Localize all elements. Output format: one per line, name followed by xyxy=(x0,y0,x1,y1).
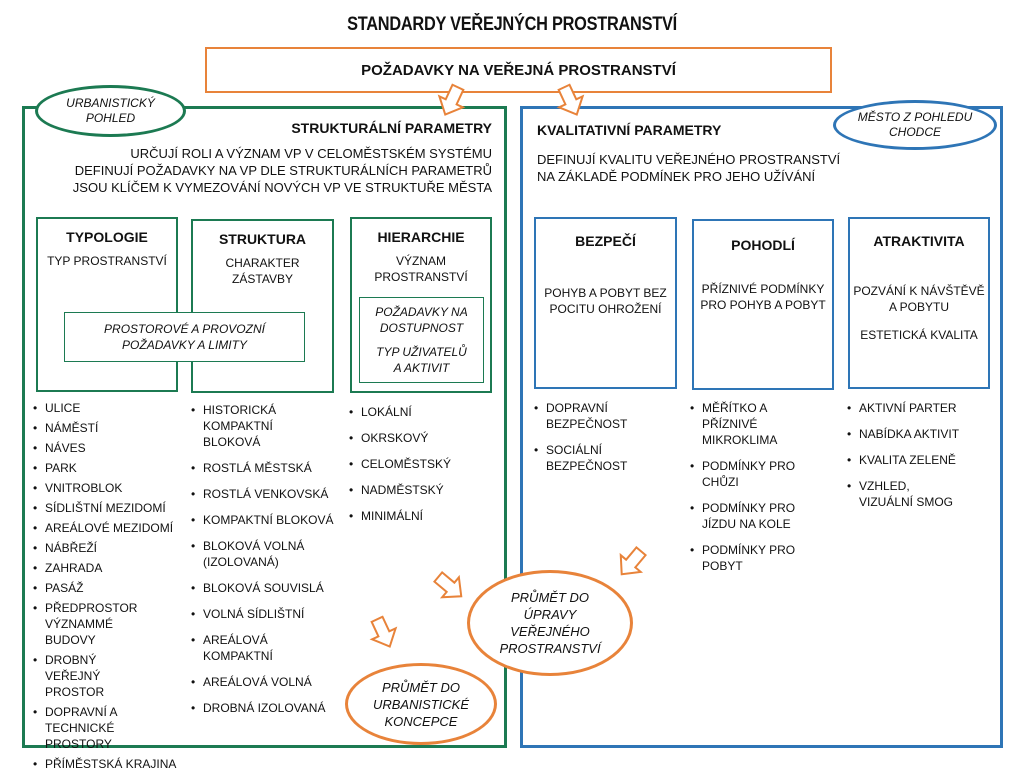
list-item: NÁVES xyxy=(33,440,181,456)
list-item: SOCIÁLNÍ BEZPEČNOST xyxy=(534,442,644,474)
list-item: KVALITA ZELENĚ xyxy=(847,452,987,468)
typology-list: ULICE NÁMĚSTÍ NÁVES PARK VNITROBLOK SÍDL… xyxy=(33,400,181,769)
list-item: HISTORICKÁ KOMPAKTNÍ BLOKOVÁ xyxy=(191,402,323,450)
arrow-icon xyxy=(369,615,398,648)
typology-box: TYPOLOGIE TYP PROSTRANSTVÍ xyxy=(36,217,178,392)
structural-heading: STRUKTURÁLNÍ PARAMETRY xyxy=(291,120,492,136)
list-item: CELOMĚSTSKÝ xyxy=(349,456,489,472)
list-item: PŘEDPROSTOR VÝZNAMMÉ BUDOVY xyxy=(33,600,151,648)
list-item: NABÍDKA AKTIVIT xyxy=(847,426,987,442)
list-item: DROBNÝ VEŘEJNÝ PROSTOR xyxy=(33,652,151,700)
list-item: KOMPAKTNÍ BLOKOVÁ xyxy=(191,512,339,528)
attractiveness-box: ATRAKTIVITA POZVÁNÍ K NÁVŠTĚVĚ A POBYTU … xyxy=(848,217,990,389)
arrow-icon xyxy=(556,83,585,116)
urban-concept-outcome-ellipse: PRŮMĚT DO URBANISTICKÉ KONCEPCE xyxy=(345,663,497,745)
public-space-outcome-ellipse: PRŮMĚT DO ÚPRAVY VEŘEJNÉHO PROSTRANSTVÍ xyxy=(467,570,633,676)
arrow-icon xyxy=(619,546,648,576)
list-item: DROBNÁ IZOLOVANÁ xyxy=(191,700,339,716)
list-item: LOKÁLNÍ xyxy=(349,404,489,420)
structure-box: STRUKTURA CHARAKTER ZÁSTAVBY xyxy=(191,219,334,393)
list-item: ZAHRADA xyxy=(33,560,181,576)
list-item: MĚŘÍTKO A PŘÍZNIVÉ MIKROKLIMA xyxy=(690,400,820,448)
list-item: AREÁLOVÁ VOLNÁ xyxy=(191,674,339,690)
list-item: NÁBŘEŽÍ xyxy=(33,540,181,556)
qualitative-description: DEFINUJÍ KVALITU VEŘEJNÉHO PROSTRANSTVÍ … xyxy=(537,152,841,184)
qualitative-heading: KVALITATIVNÍ PARAMETRY xyxy=(537,122,722,138)
list-item: ULICE xyxy=(33,400,181,416)
list-item: PASÁŽ xyxy=(33,580,181,596)
list-item: AKTIVNÍ PARTER xyxy=(847,400,987,416)
list-item: BLOKOVÁ VOLNÁ (IZOLOVANÁ) xyxy=(191,538,311,570)
list-item: SÍDLIŠTNÍ MEZIDOMÍ xyxy=(33,500,181,516)
list-item: VOLNÁ SÍDLIŠTNÍ xyxy=(191,606,339,622)
spatial-requirements-box: PROSTOROVÉ A PROVOZNÍ POŽADAVKY A LIMITY xyxy=(64,312,305,362)
hierarchy-list: LOKÁLNÍ OKRSKOVÝ CELOMĚSTSKÝ NADMĚSTSKÝ … xyxy=(349,404,489,534)
structural-panel xyxy=(22,106,507,748)
list-item: BLOKOVÁ SOUVISLÁ xyxy=(191,580,339,596)
list-item: DOPRAVNÍ A TECHNICKÉ PROSTORY xyxy=(33,704,161,752)
list-item: PODMÍNKY PRO POBYT xyxy=(690,542,800,574)
safety-list: DOPRAVNÍ BEZPEČNOST SOCIÁLNÍ BEZPEČNOST xyxy=(534,400,644,484)
list-item: VZHLED, VIZUÁLNÍ SMOG xyxy=(847,478,967,510)
list-item: ROSTLÁ MĚSTSKÁ xyxy=(191,460,339,476)
list-item: ROSTLÁ VENKOVSKÁ xyxy=(191,486,339,502)
accessibility-box: POŽADAVKY NA DOSTUPNOST TYP UŽIVATELŮ A … xyxy=(359,297,484,383)
requirements-box: POŽADAVKY NA VEŘEJNÁ PROSTRANSTVÍ xyxy=(205,47,832,93)
list-item: NÁMĚSTÍ xyxy=(33,420,181,436)
arrow-icon xyxy=(433,570,463,599)
list-item: AREÁLOVÉ MEZIDOMÍ xyxy=(33,520,181,536)
comfort-list: MĚŘÍTKO A PŘÍZNIVÉ MIKROKLIMA PODMÍNKY P… xyxy=(690,400,830,584)
list-item: NADMĚSTSKÝ xyxy=(349,482,489,498)
safety-box: BEZPEČÍ POHYB A POBYT BEZ POCITU OHROŽEN… xyxy=(534,217,677,389)
list-item: PODMÍNKY PRO JÍZDU NA KOLE xyxy=(690,500,820,532)
arrow-icon xyxy=(437,83,466,116)
structural-description: URČUJÍ ROLI A VÝZNAM VP V CELOMĚSTSKÉM S… xyxy=(72,146,492,195)
list-item: AREÁLOVÁ KOMPAKTNÍ xyxy=(191,632,291,664)
list-item: PARK xyxy=(33,460,181,476)
attractiveness-list: AKTIVNÍ PARTER NABÍDKA AKTIVIT KVALITA Z… xyxy=(847,400,987,520)
comfort-box: POHODLÍ PŘÍZNIVÉ PODMÍNKY PRO POHYB A PO… xyxy=(692,219,834,390)
structure-list: HISTORICKÁ KOMPAKTNÍ BLOKOVÁ ROSTLÁ MĚST… xyxy=(191,402,339,726)
list-item: PŘÍMĚSTSKÁ KRAJINA xyxy=(33,756,181,769)
list-item: VNITROBLOK xyxy=(33,480,181,496)
qualitative-panel xyxy=(520,106,1003,748)
list-item: OKRSKOVÝ xyxy=(349,430,489,446)
list-item: DOPRAVNÍ BEZPEČNOST xyxy=(534,400,644,432)
list-item: MINIMÁLNÍ xyxy=(349,508,489,524)
list-item: PODMÍNKY PRO CHŮZI xyxy=(690,458,830,490)
page-title: STANDARDY VEŘEJNÝCH PROSTRANSTVÍ xyxy=(347,14,677,35)
